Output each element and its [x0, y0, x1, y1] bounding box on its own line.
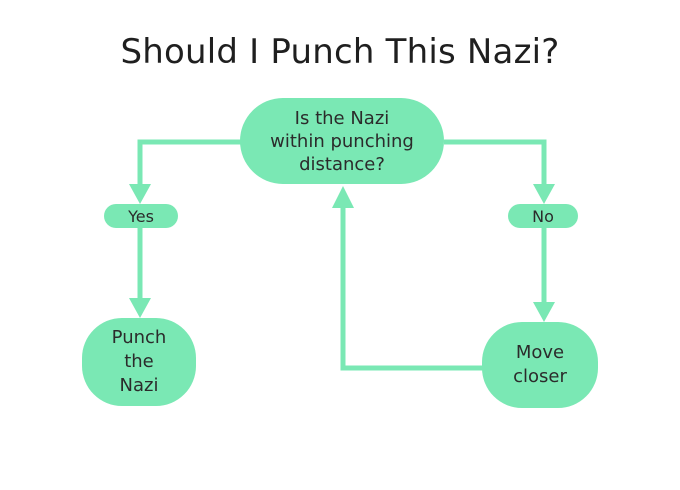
arrowhead-to-yes — [129, 184, 151, 204]
action-node-move-closer-label: Move closer — [513, 342, 567, 387]
edge-label-no-text: No — [532, 206, 554, 226]
decision-node-question: Is the Nazi within punching distance? — [240, 98, 444, 184]
edge-label-no: No — [508, 204, 578, 228]
connector-question-to-no — [444, 139, 547, 188]
connector-question-to-yes — [137, 139, 242, 188]
arrowhead-to-move — [533, 302, 555, 322]
connector-move-to-question — [340, 206, 484, 371]
outcome-node-punch: Punch the Nazi — [82, 318, 196, 406]
arrowhead-to-no — [533, 184, 555, 204]
edge-label-yes-text: Yes — [128, 206, 154, 226]
outcome-node-punch-label: Punch the Nazi — [111, 327, 167, 396]
edge-label-yes: Yes — [104, 204, 178, 228]
arrowhead-to-punch — [129, 298, 151, 318]
diagram-title: Should I Punch This Nazi? — [120, 32, 560, 72]
action-node-move-closer: Move closer — [482, 322, 598, 408]
arrowhead-to-question — [332, 186, 354, 208]
decision-node-question-label: Is the Nazi within punching distance? — [270, 107, 414, 175]
